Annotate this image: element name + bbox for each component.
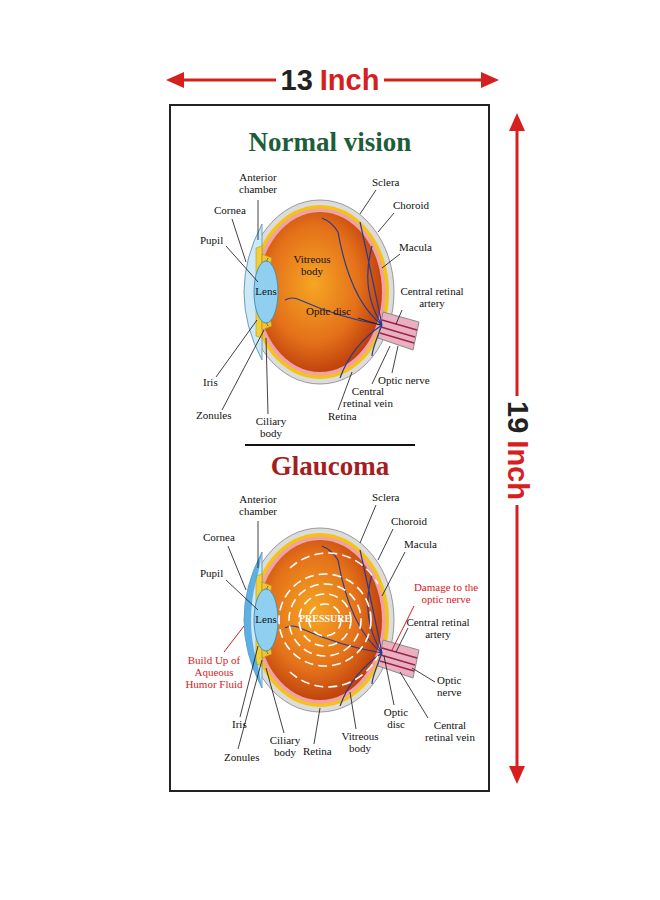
part-label: Anterior chamber — [233, 172, 283, 196]
leader-line — [412, 668, 435, 682]
arrow-head — [509, 766, 525, 784]
leader-line — [358, 318, 380, 325]
pressure-ring — [290, 553, 378, 687]
part-label: Macula — [404, 539, 454, 551]
part-label: Vitreous body — [335, 731, 385, 755]
part-label: Iris — [203, 377, 228, 389]
part-label: Lens — [251, 614, 281, 626]
section-divider — [245, 444, 415, 446]
leader-line — [226, 580, 258, 610]
warning-label: Damage to the optic nerve — [410, 582, 482, 606]
part-label: Choroid — [391, 516, 441, 528]
leader-line — [240, 646, 258, 717]
part-label: Cornea — [203, 532, 248, 544]
part-label: Choroid — [393, 200, 443, 212]
part-label: Central retinal artery — [399, 286, 465, 310]
warning-label: Build Up of Aqueous Humor Fluid — [185, 655, 243, 691]
leader-line — [382, 254, 400, 268]
part-label: Iris — [232, 719, 257, 731]
leader-line — [378, 529, 393, 560]
red-leader-lines — [224, 606, 414, 652]
dimension-value: 13 — [281, 64, 313, 96]
leader-line — [382, 552, 405, 596]
leader-line — [216, 320, 257, 377]
normal-eye — [244, 200, 419, 384]
leader-line — [378, 213, 394, 232]
part-label: Anterior chamber — [233, 494, 283, 518]
leader-line — [266, 338, 268, 414]
leader-line — [222, 330, 264, 410]
part-label: Retina — [303, 746, 343, 758]
leader-line — [258, 200, 259, 240]
pressure-ring — [289, 584, 361, 656]
leader-line — [224, 626, 244, 652]
leader-line — [392, 346, 398, 373]
part-label: Macula — [399, 242, 449, 254]
part-label: Vitreous body — [287, 254, 337, 278]
arrow-head — [509, 113, 525, 131]
part-label: Central retinal vein — [420, 720, 480, 744]
part-label: Optic disc — [378, 707, 414, 731]
width-dimension-label: 13Inch — [276, 66, 385, 95]
dimension-value: 19 — [501, 401, 533, 433]
pressure-label: PRESSURE — [290, 614, 360, 625]
part-label: Zonules — [224, 752, 269, 764]
leader-line — [384, 656, 394, 705]
part-label: Pupil — [200, 568, 235, 580]
part-label: Sclera — [372, 492, 422, 504]
arrow-head — [166, 72, 184, 88]
section-heading: Normal vision — [200, 128, 460, 158]
section-heading: Glaucoma — [200, 452, 460, 482]
leader-line — [314, 708, 320, 744]
leader-line — [258, 521, 259, 568]
poster-border — [170, 105, 489, 791]
pressure-rings — [279, 553, 378, 687]
part-label: Central retinal artery — [405, 617, 471, 641]
leader-line — [226, 246, 258, 282]
leader-line — [238, 660, 262, 749]
part-label: Optic disc — [306, 306, 358, 318]
arrow-head — [481, 72, 499, 88]
part-label: Lens — [251, 286, 281, 298]
part-label: Pupil — [200, 235, 235, 247]
part-label: Retina — [328, 411, 368, 423]
pressure-ring — [279, 574, 371, 666]
part-label: Sclera — [372, 177, 422, 189]
leader-line — [396, 310, 402, 324]
leader-line — [360, 190, 376, 214]
part-label: Cornea — [214, 205, 259, 217]
dimension-unit: Inch — [501, 440, 533, 500]
part-label: Optic nerve — [437, 675, 475, 699]
part-label: Central retinal vein — [338, 386, 398, 410]
part-label: Ciliary body — [264, 735, 306, 759]
part-label: Ciliary body — [250, 416, 292, 440]
part-label: Optic nerve — [378, 375, 448, 387]
leader-line — [350, 692, 356, 729]
leader-line — [396, 628, 408, 652]
leader-line — [266, 668, 284, 733]
height-dimension-label: 19Inch — [502, 396, 531, 505]
leader-line — [360, 505, 376, 543]
part-label: Zonules — [196, 410, 241, 422]
dimension-unit: Inch — [320, 64, 380, 96]
leader-line — [228, 546, 246, 590]
